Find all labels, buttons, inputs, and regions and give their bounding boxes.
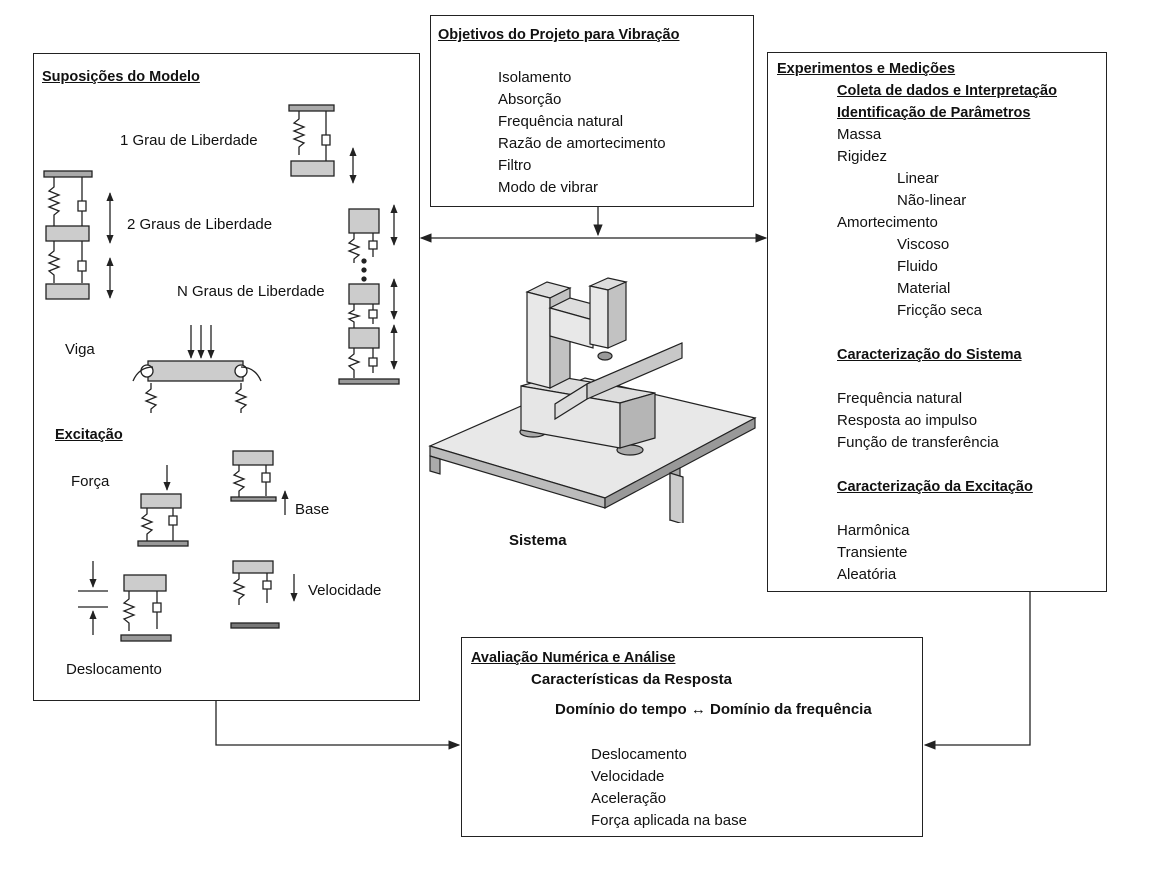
objetivos-item: Filtro (498, 157, 532, 174)
rigidez-label: Rigidez (837, 148, 888, 165)
objetivos-item: Frequência natural (498, 113, 624, 130)
velocidade-label: Velocidade (308, 582, 382, 599)
sistema-item: Frequência natural (837, 390, 963, 407)
velocity-excitation-schematic (230, 560, 298, 629)
objetivos-item: Modo de vibrar (498, 179, 599, 196)
beam-schematic (132, 325, 262, 413)
deslocamento-label: Deslocamento (66, 661, 162, 678)
amortecimento-item: Material (897, 280, 951, 297)
double-arrow-icon: ↔ (690, 701, 706, 718)
rigidez-item: Não-linear (897, 192, 967, 209)
objetivos-item: Razão de amortecimento (498, 135, 666, 152)
sistema-item: Função de transferência (837, 434, 999, 451)
resposta-item: Deslocamento (591, 746, 687, 763)
caracteristicas-heading: Características da Resposta (531, 671, 732, 688)
objetivos-title: Objetivos do Projeto para Vibração (438, 27, 680, 43)
avaliacao-title: Avaliação Numérica e Análise (471, 650, 676, 666)
amortecimento-item: Fricção seca (897, 302, 983, 319)
force-excitation-schematic (137, 465, 189, 547)
objetivos-item: Absorção (498, 91, 562, 108)
viga-label: Viga (65, 341, 95, 358)
forca-label: Força (71, 473, 110, 490)
identificacao-heading: Identificação de Parâmetros (837, 105, 1031, 121)
dominio-row: Domínio do tempo ↔ Domínio da frequência (555, 701, 872, 719)
dofn-label: N Graus de Liberdade (177, 283, 325, 300)
excitacao-item: Transiente (837, 544, 908, 561)
sistema-heading: Caracterização do Sistema (837, 347, 1022, 363)
amortecimento-item: Fluido (897, 258, 938, 275)
experimentos-panel (767, 52, 1107, 592)
n-dof-schematic (338, 204, 400, 385)
sistema-item: Resposta ao impulso (837, 412, 978, 429)
suposicoes-title: Suposições do Modelo (42, 69, 200, 85)
displacement-excitation-schematic (78, 561, 172, 642)
coleta-heading: Coleta de dados e Interpretação (837, 83, 1057, 99)
avaliacao-panel (461, 637, 923, 837)
objetivos-panel (430, 15, 754, 207)
dominio-frequencia: Domínio da frequência (710, 701, 872, 718)
amortecimento-item: Viscoso (897, 236, 950, 253)
excitacao-item: Harmônica (837, 522, 910, 539)
excitacao-title: Excitação (55, 427, 123, 443)
excitacao-item: Aleatória (837, 566, 897, 583)
resposta-item: Aceleração (591, 790, 667, 807)
resposta-item: Velocidade (591, 768, 665, 785)
massa-label: Massa (837, 126, 882, 143)
dominio-tempo: Domínio do tempo (555, 701, 687, 718)
sdof-schematic (288, 104, 357, 184)
amortecimento-label: Amortecimento (837, 214, 938, 231)
base-excitation-schematic (230, 450, 289, 515)
machine-system-illustration (428, 277, 757, 523)
objetivos-item: Isolamento (498, 69, 572, 86)
base-label: Base (295, 501, 330, 518)
dof2-label: 2 Graus de Liberdade (127, 216, 273, 233)
excitacao-heading: Caracterização da Excitação (837, 479, 1033, 495)
model-schematics (43, 104, 400, 642)
rigidez-item: Linear (897, 170, 939, 187)
resposta-item: Força aplicada na base (591, 812, 747, 829)
two-dof-schematic (43, 170, 114, 300)
dof1-label: 1 Grau de Liberdade (120, 132, 258, 149)
sistema-label: Sistema (509, 532, 567, 549)
experimentos-title: Experimentos e Medições (777, 61, 956, 77)
